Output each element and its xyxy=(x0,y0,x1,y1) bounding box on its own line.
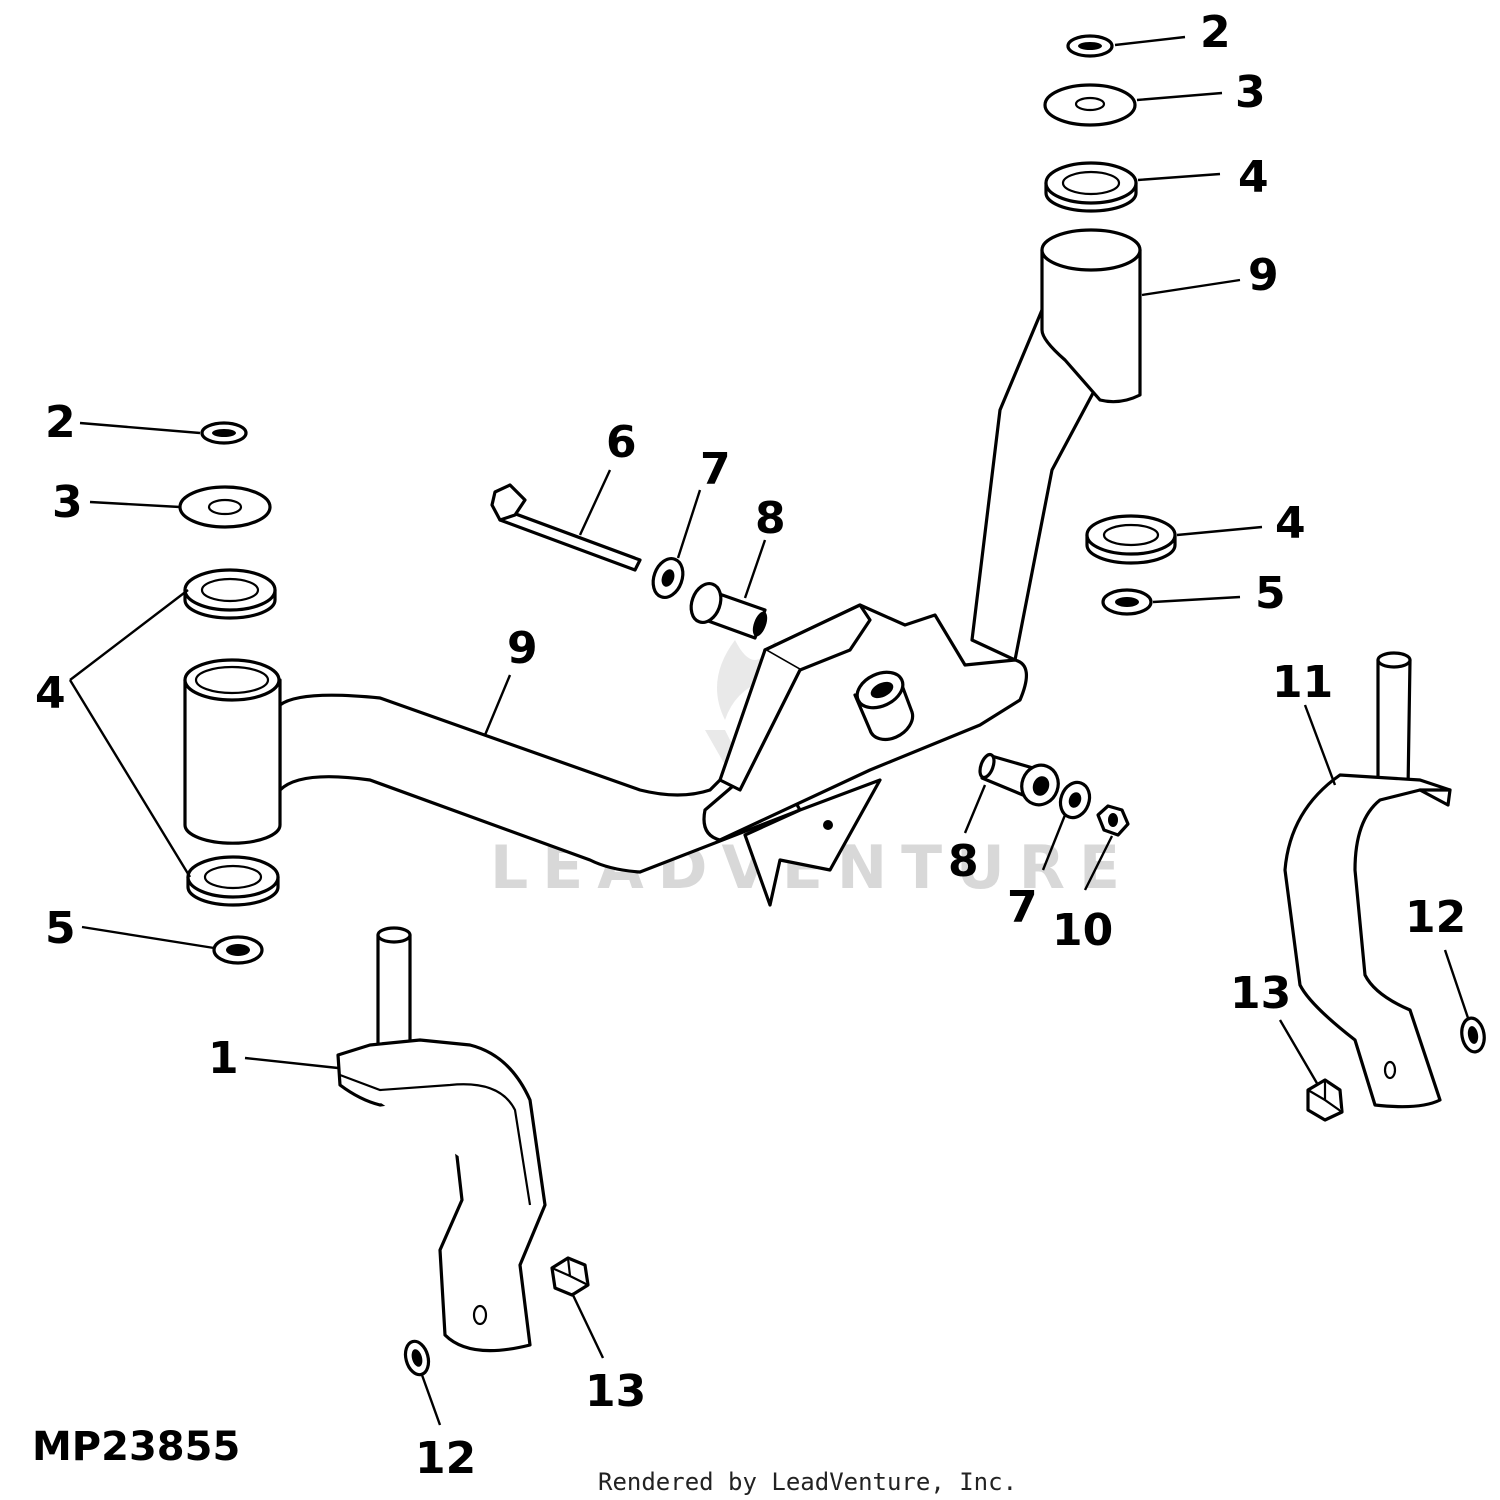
callout-4-right-mid: 4 xyxy=(1275,498,1306,549)
bolt-6 xyxy=(490,483,642,572)
washer-5-left xyxy=(212,935,264,965)
nut-10 xyxy=(1096,804,1130,837)
callout-12-left: 12 xyxy=(415,1433,476,1484)
washer-3-right xyxy=(1043,83,1137,127)
washer-7-top xyxy=(651,557,685,599)
washer-7-bottom xyxy=(1058,780,1092,820)
callout-7-bottom: 7 xyxy=(1007,882,1038,933)
washer-12-right xyxy=(1460,1016,1486,1054)
callout-7-top: 7 xyxy=(700,444,731,495)
callout-9-right: 9 xyxy=(1248,250,1279,301)
washer-12-left xyxy=(403,1339,431,1377)
bushing-8-bottom xyxy=(978,752,1060,807)
callout-2-left: 2 xyxy=(45,397,76,448)
callout-4-right-top: 4 xyxy=(1238,152,1269,203)
washer-2-right xyxy=(1066,34,1114,58)
callout-4-left: 4 xyxy=(35,668,66,719)
bushing-4-left-bottom xyxy=(186,855,280,907)
callout-1: 1 xyxy=(208,1033,239,1084)
bushing-4-left-top xyxy=(183,568,277,620)
callout-8-top: 8 xyxy=(755,493,786,544)
front-axle-9 xyxy=(183,228,1142,907)
spindle-1-left xyxy=(336,926,547,1353)
callout-13-right: 13 xyxy=(1230,968,1291,1019)
bushing-8-top xyxy=(689,582,768,640)
callout-10: 10 xyxy=(1052,905,1113,956)
callout-2-right: 2 xyxy=(1200,7,1231,58)
callout-3-left: 3 xyxy=(52,477,83,528)
callout-labels: 2 3 4 9 4 5 11 12 13 2 3 4 5 9 6 7 8 8 7… xyxy=(35,7,1466,1484)
nut-13-right xyxy=(1306,1078,1344,1122)
washer-5-right xyxy=(1101,588,1153,616)
callout-3-right: 3 xyxy=(1235,67,1266,118)
nut-13-left xyxy=(550,1256,590,1297)
footer-credit: Rendered by LeadVenture, Inc. xyxy=(598,1468,1017,1496)
callout-8-bottom: 8 xyxy=(948,836,979,887)
figure-id: MP23855 xyxy=(32,1424,240,1470)
bushing-4-right-top xyxy=(1044,161,1138,213)
callout-5-right: 5 xyxy=(1255,568,1286,619)
callout-9-left: 9 xyxy=(507,623,538,674)
washer-2-left xyxy=(200,421,248,445)
bushing-4-right-mid xyxy=(1085,514,1177,565)
callout-12-right: 12 xyxy=(1405,892,1466,943)
leader-lines xyxy=(68,35,1470,1426)
callout-13-left: 13 xyxy=(585,1366,646,1417)
spindle-11-right xyxy=(1283,651,1452,1109)
washer-3-left xyxy=(178,485,272,529)
callout-5-left: 5 xyxy=(45,903,76,954)
callout-11: 11 xyxy=(1272,657,1333,708)
callout-6: 6 xyxy=(606,417,637,468)
